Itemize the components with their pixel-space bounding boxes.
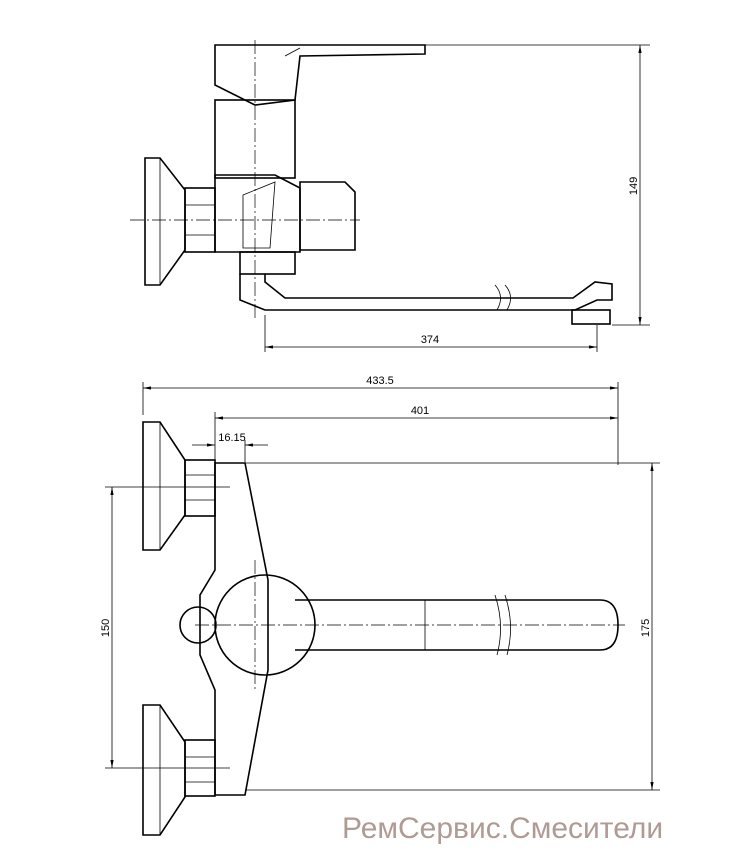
top-view: 433.5 401 16.15 150 175 [100,375,660,836]
side-cartridge [299,181,356,251]
upper-escutcheon [142,421,186,551]
watermark: РемСервис.Смесители [342,812,664,845]
dim-body-height: 175 [640,619,652,637]
side-aerator [571,309,611,325]
lower-escutcheon [142,704,186,836]
side-escutcheon [144,157,186,286]
dim-inlet-spacing: 150 [100,619,112,637]
dim-spout-reach: 374 [421,334,439,346]
dim-side-height: 149 [628,177,640,195]
side-valve [214,174,301,253]
dim-body-length: 401 [411,405,429,417]
side-handle [214,44,426,106]
side-view: 149 374 [130,40,650,352]
body-knob [179,606,217,644]
upper-nut [184,459,216,517]
side-neck [239,251,296,275]
dim-total-length: 433.5 [366,375,394,387]
side-spout [239,274,613,311]
dim-offset: 16.15 [218,432,246,444]
body-plate [199,462,269,796]
